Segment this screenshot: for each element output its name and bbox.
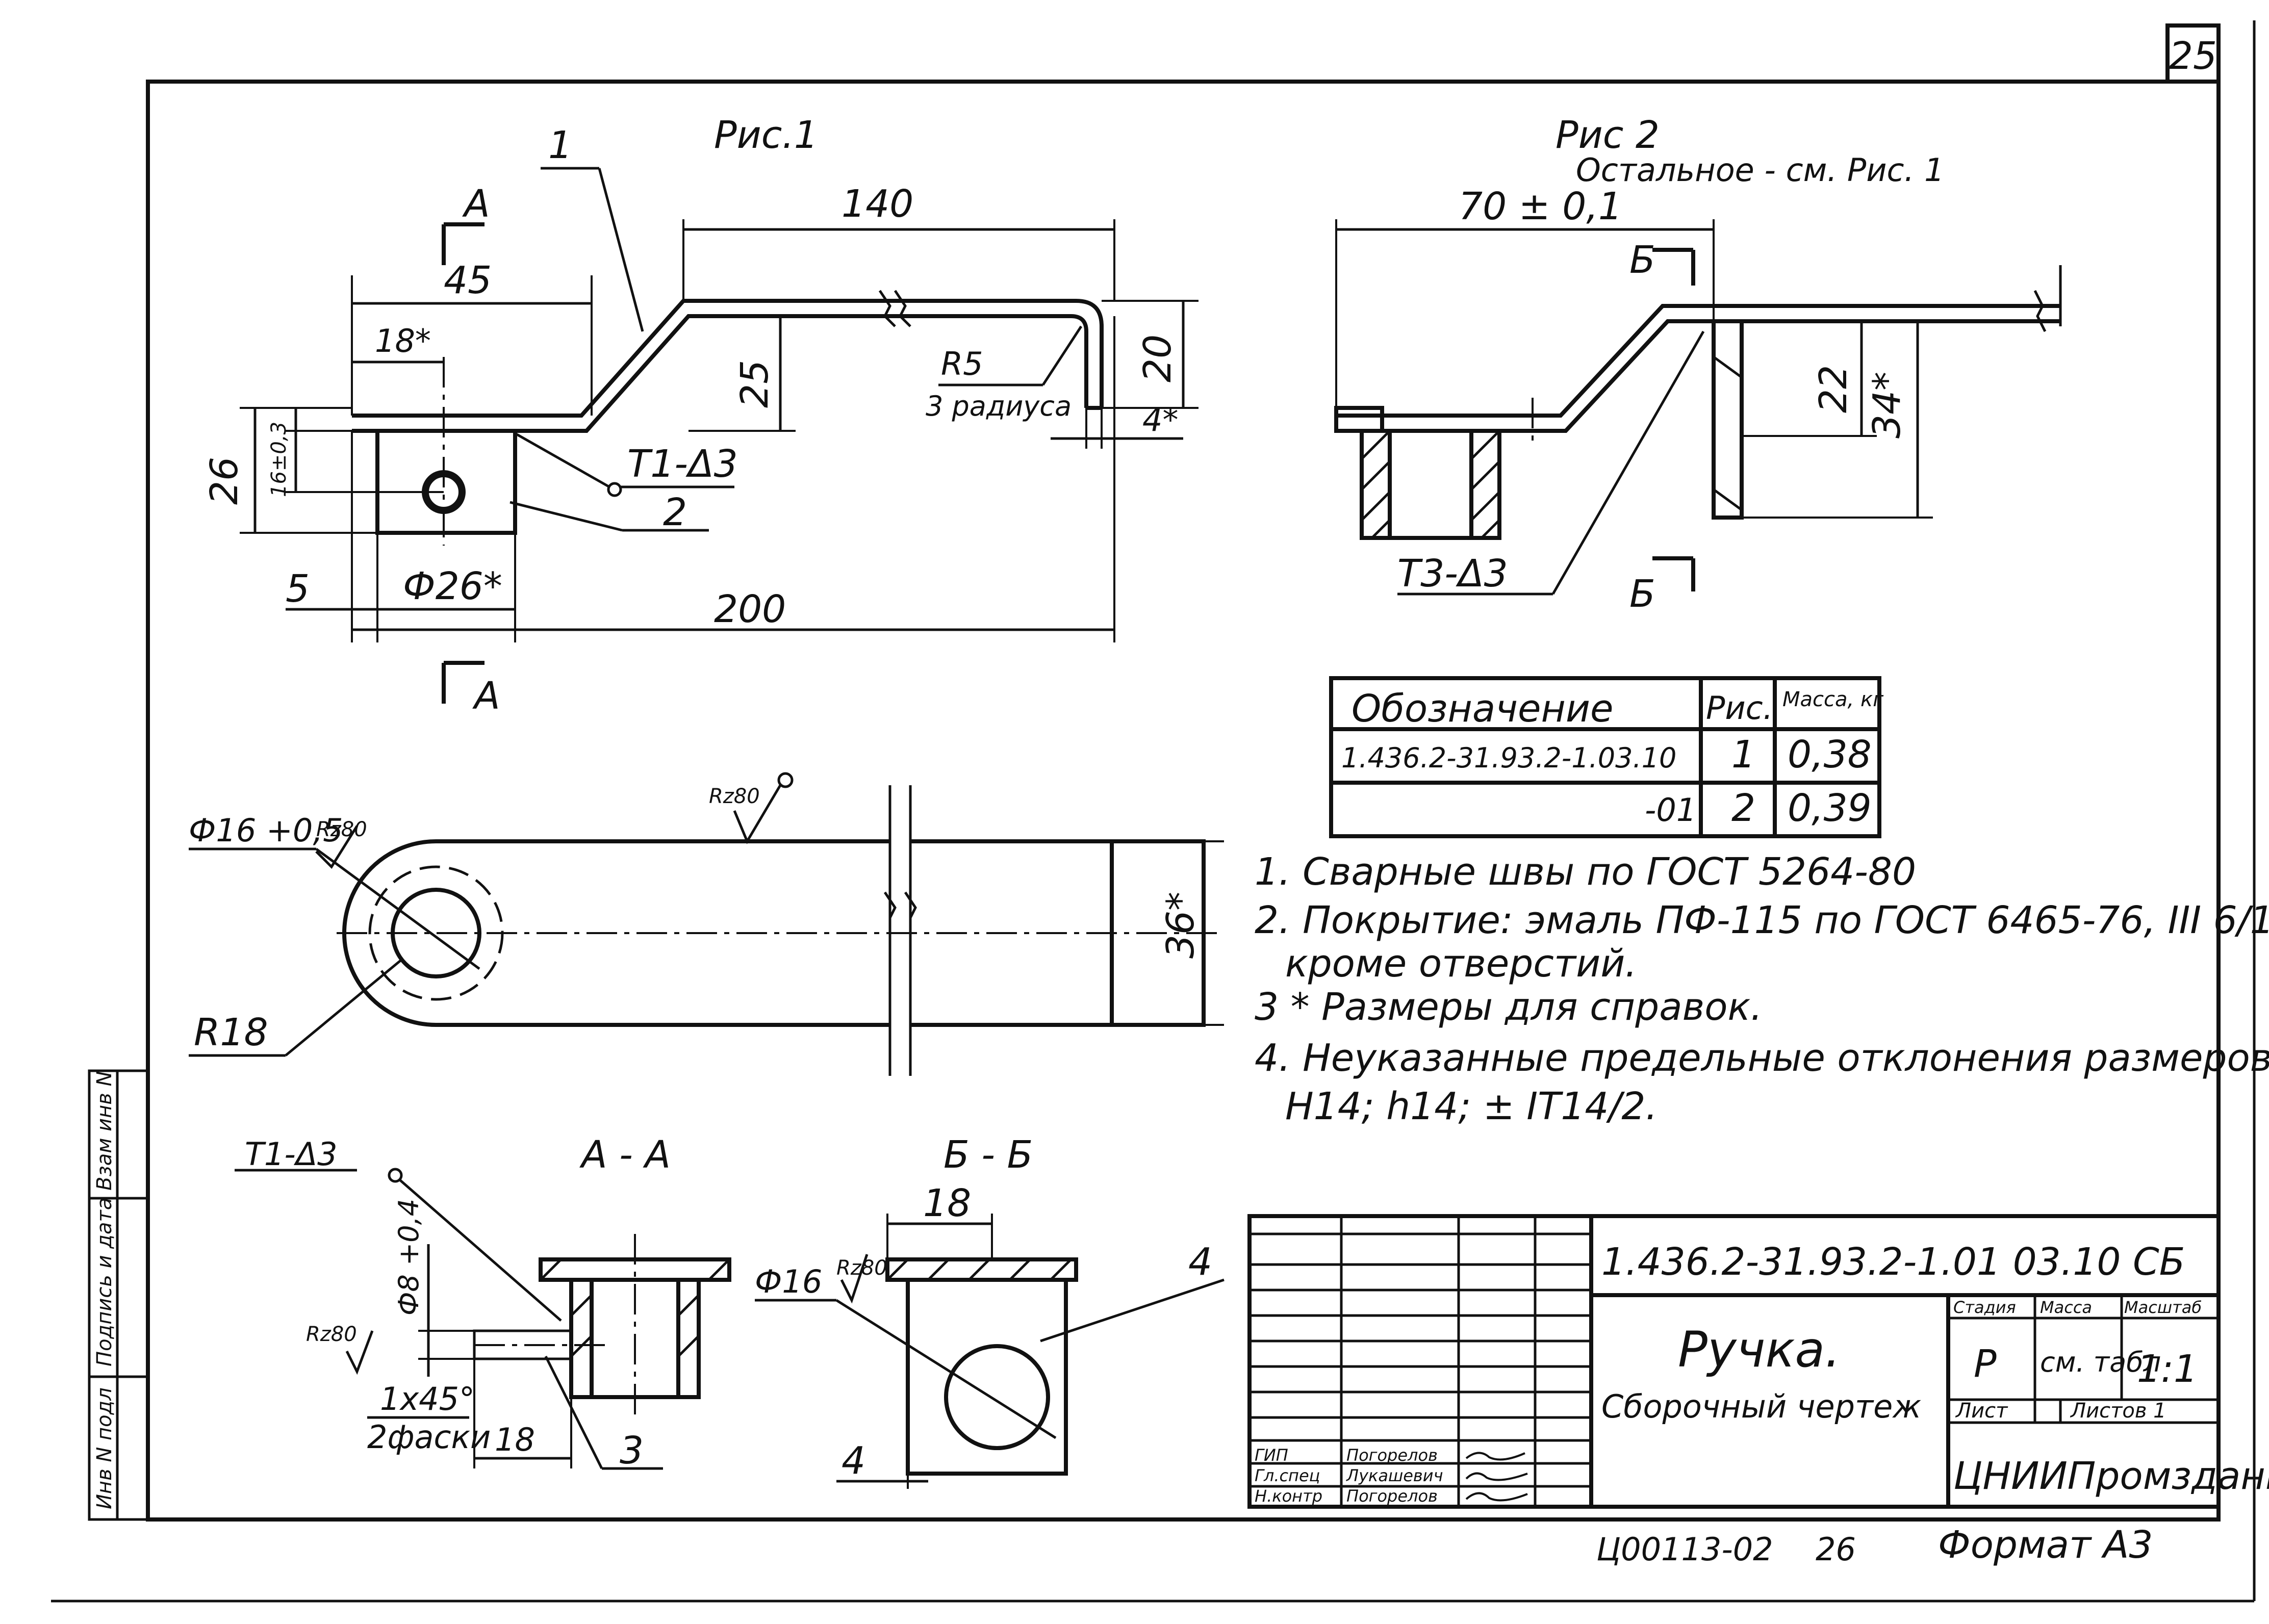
spec-row2-fig: 2 — [1731, 786, 1755, 830]
plan-rough-2: Rz80 — [709, 785, 760, 808]
note-1: 1. Сварные швы по ГОСТ 5264-80 — [1255, 850, 1916, 894]
fig2-title: Рис 2 — [1556, 113, 1660, 157]
title-stage: Р — [1974, 1342, 1997, 1386]
fig1-callout-1: 1 — [548, 123, 572, 167]
fig1-dim-phi26: Ф26* — [403, 564, 502, 608]
spec-row1-fig: 1 — [1731, 733, 1755, 777]
note-4: 4. Неуказанные предельные отклонения раз… — [1255, 1036, 2269, 1080]
bottom-num: 26 — [1816, 1531, 1856, 1568]
fig1-dim-45: 45 — [444, 259, 492, 302]
plan-dim-r18: R18 — [194, 1011, 268, 1054]
fig2-section-b-bottom: Б — [1629, 572, 1655, 616]
spec-row2-mass: 0,39 — [1788, 786, 1872, 830]
section-aa-dim-phi8: Ф8 +0,4 — [393, 1199, 425, 1316]
section-aa-dim-18: 18 — [495, 1421, 535, 1458]
page-number: 25 — [2169, 34, 2217, 78]
spec-row1-designation: 1.436.2-31.93.2-1.03.10 — [1341, 742, 1676, 774]
title-signer-1: Погорелов — [1346, 1446, 1438, 1465]
title-role-1: ГИП — [1255, 1446, 1288, 1465]
title-mass: см. табл — [2040, 1346, 2161, 1378]
plan-dim-36: 36* — [1159, 892, 1203, 959]
title-name: Ручка. — [1678, 1321, 1841, 1378]
note-2: 2. Покрытие: эмаль ПФ-115 по ГОСТ 6465-7… — [1255, 898, 2269, 942]
fig1-note-r5: 3 радиуса — [926, 390, 1072, 422]
fig1-dim-16: 16±0,3 — [267, 422, 291, 497]
title-col-stage: Стадия — [1953, 1298, 2016, 1317]
side-label-replace: Взам инв N — [93, 1071, 116, 1191]
section-bb-dim-phi16: Ф16 — [755, 1263, 822, 1300]
spec-row2-designation: -01 — [1645, 791, 1696, 829]
fig1-weld: T1-Δ3 — [627, 442, 738, 486]
bottom-strip: Ц00113-02 26 Формат А3 — [1596, 1523, 2153, 1568]
section-bb-callout-4: 4 — [1188, 1240, 1212, 1284]
fig1-dim-26: 26 — [202, 457, 246, 505]
plan-view: Ф16 +0,5 Rz80 Rz80 R18 36* — [189, 772, 1224, 1076]
spec-table: Обозначение Рис. Масса, кг 1.436.2-31.93… — [1329, 676, 1884, 838]
note-2-cont: кроме отверстий. — [1285, 942, 1637, 986]
title-scale: 1:1 — [2137, 1347, 2198, 1391]
note-3: 3 * Размеры для справок. — [1255, 985, 1763, 1029]
title-col-scale: Масштаб — [2124, 1298, 2202, 1317]
title-signer-3: Погорелов — [1346, 1486, 1438, 1506]
fig1-dim-18: 18* — [375, 322, 431, 359]
title-org: ЦНИИПромзданий — [1953, 1454, 2269, 1498]
section-bb-dim-4: 4 — [842, 1439, 865, 1483]
sheet-format: Формат А3 — [1938, 1523, 2153, 1567]
figure-1: Рис.1 А А 1 140 45 18* — [202, 113, 1199, 718]
fig2-section-b-top: Б — [1629, 238, 1655, 282]
bottom-code: Ц00113-02 — [1596, 1531, 1773, 1568]
sheet-frame: 25 Инв N подл Подпись и дата Взам инв N — [51, 20, 2256, 1603]
fig2-dim-34: 34* — [1865, 372, 1909, 439]
title-doc-type: Сборочный чертеж — [1601, 1388, 1921, 1425]
section-aa: А - А Т1-Δ3 Ф8 +0,4 Rz80 1х45° 2фаски — [235, 1133, 731, 1473]
fig1-section-a-bottom: А — [472, 674, 500, 718]
section-aa-chamfer-note: 2фаски — [367, 1419, 491, 1456]
side-label-sign: Подпись и дата — [93, 1198, 116, 1367]
section-bb-dim-18: 18 — [923, 1181, 971, 1225]
fig1-dim-200: 200 — [714, 587, 786, 631]
spec-header-fig: Рис. — [1706, 689, 1773, 727]
title-role-3: Н.контр — [1255, 1486, 1322, 1506]
plan-rough-1: Rz80 — [316, 818, 367, 841]
fig1-dim-20: 20 — [1136, 334, 1180, 382]
fig1-title: Рис.1 — [714, 113, 818, 157]
title-role-2: Гл.спец — [1255, 1466, 1320, 1485]
section-aa-weld: Т1-Δ3 — [245, 1136, 338, 1173]
section-aa-callout-3: 3 — [620, 1429, 644, 1473]
fig1-dim-4: 4* — [1142, 401, 1178, 439]
signature-2 — [1465, 1472, 1528, 1481]
section-bb: Б - Б 18 Ф16 Rz80 4 4 — [755, 1133, 1225, 1489]
plan-dim-phi16: Ф16 +0,5 — [189, 812, 343, 849]
fig2-dim-22: 22 — [1812, 365, 1855, 413]
fig1-dim-5: 5 — [286, 567, 310, 611]
section-aa-chamfer: 1х45° — [380, 1380, 475, 1417]
spec-header-designation: Обозначение — [1352, 687, 1613, 731]
fig1-dim-r5: R5 — [941, 345, 983, 382]
side-label-inv: Инв N подл — [93, 1387, 116, 1509]
fig1-section-a-top: А — [462, 182, 490, 226]
fig1-callout-2: 2 — [663, 491, 687, 534]
fig2-dim-70: 70 ± 0,1 — [1459, 185, 1622, 228]
section-aa-rough: Rz80 — [306, 1323, 357, 1346]
section-bb-title: Б - Б — [944, 1133, 1033, 1177]
fig2-subtitle: Остальное - см. Рис. 1 — [1576, 151, 1944, 189]
signature-3 — [1465, 1492, 1528, 1502]
section-aa-title: А - А — [579, 1133, 671, 1177]
fig1-dim-140: 140 — [842, 182, 913, 226]
title-doc-code: 1.436.2-31.93.2-1.01 03.10 СБ — [1601, 1240, 2185, 1284]
title-sheets: Листов 1 — [2070, 1399, 2166, 1423]
title-col-mass: Масса — [2040, 1298, 2092, 1317]
title-block: 1.436.2-31.93.2-1.01 03.10 СБ Ручка. Сбо… — [1247, 1214, 2269, 1509]
spec-header-mass: Масса, кг — [1782, 688, 1884, 711]
title-sheet: Лист — [1955, 1399, 2008, 1423]
notes: 1. Сварные швы по ГОСТ 5264-80 2. Покрыт… — [1255, 850, 2269, 1128]
signature-1 — [1465, 1452, 1525, 1461]
spec-row1-mass: 0,38 — [1788, 733, 1872, 777]
figure-2: Рис 2 Остальное - см. Рис. 1 70 ± 0,1 — [1334, 113, 2062, 616]
fig1-dim-25: 25 — [733, 360, 777, 408]
note-4-cont: Н14; h14; ± IT14/2. — [1285, 1085, 1658, 1128]
title-signer-2: Лукашевич — [1346, 1466, 1443, 1485]
fig2-weld: Т3-Δ3 — [1397, 552, 1508, 596]
